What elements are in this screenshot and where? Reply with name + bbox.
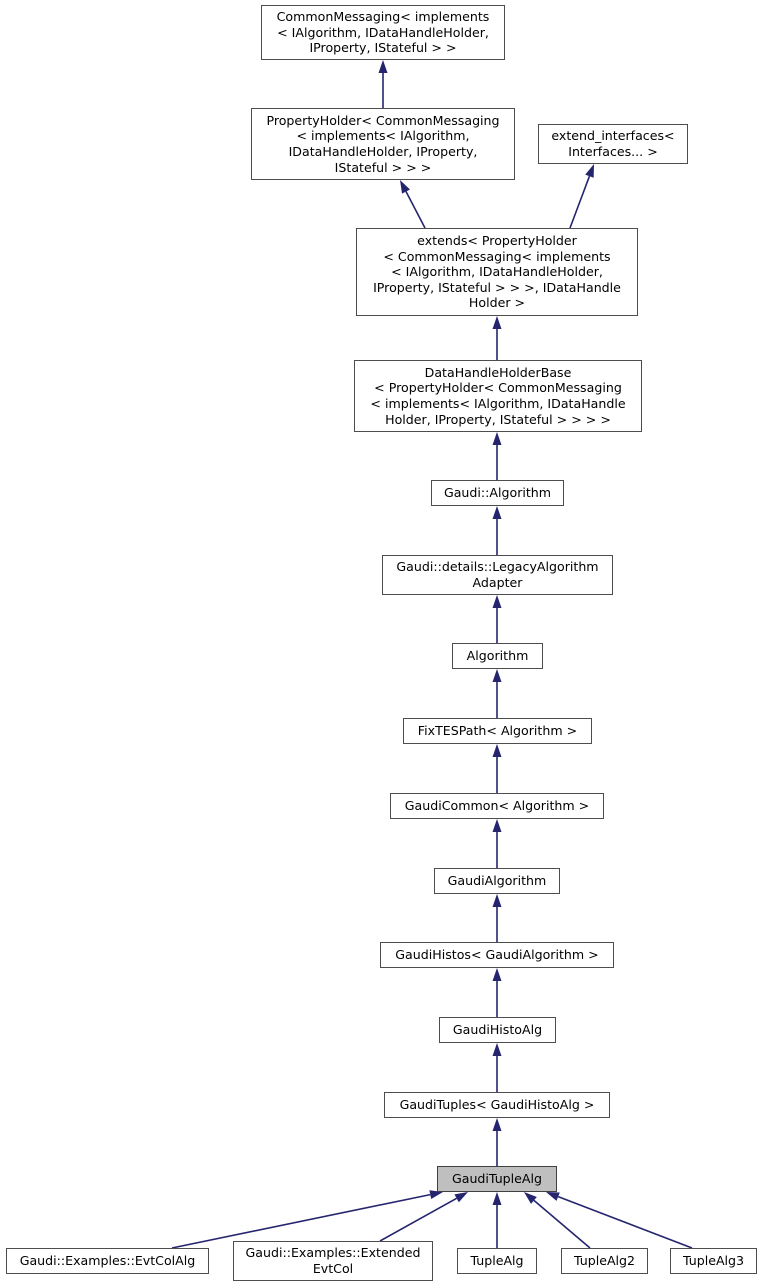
class-node-label: TupleAlg xyxy=(470,1253,524,1269)
class-node-common-messaging[interactable]: CommonMessaging< implements < IAlgorithm… xyxy=(261,5,505,60)
class-node-legacy-algorithm-adapter[interactable]: Gaudi::details::LegacyAlgorithm Adapter xyxy=(382,555,613,595)
class-node-data-handle-holder-base[interactable]: DataHandleHolderBase < PropertyHolder< C… xyxy=(354,360,642,432)
inheritance-arrow xyxy=(492,1192,502,1248)
class-node-label: PropertyHolder< CommonMessaging < implem… xyxy=(266,112,500,175)
inheritance-arrow xyxy=(524,1192,591,1249)
class-node-tuple-alg[interactable]: TupleAlg xyxy=(457,1248,537,1274)
class-node-algorithm[interactable]: Algorithm xyxy=(452,643,543,669)
class-node-label: Gaudi::Examples::EvtColAlg xyxy=(19,1253,196,1269)
inheritance-arrow xyxy=(492,316,502,360)
class-node-extended-evt-col[interactable]: Gaudi::Examples::Extended EvtCol xyxy=(233,1241,433,1281)
class-node-property-holder[interactable]: PropertyHolder< CommonMessaging < implem… xyxy=(251,108,515,180)
class-node-label: TupleAlg2 xyxy=(573,1253,636,1269)
class-node-label: Gaudi::details::LegacyAlgorithm Adapter xyxy=(396,559,599,590)
class-node-gaudi-tuple-alg[interactable]: GaudiTupleAlg xyxy=(437,1166,557,1192)
inheritance-arrow xyxy=(492,894,502,942)
inheritance-arrow xyxy=(492,968,502,1017)
class-node-extends[interactable]: extends< PropertyHolder < CommonMessagin… xyxy=(356,228,638,316)
class-node-label: Algorithm xyxy=(466,648,529,664)
inheritance-arrow xyxy=(492,669,502,718)
class-node-label: CommonMessaging< implements < IAlgorithm… xyxy=(276,9,490,56)
inheritance-arrow xyxy=(492,744,502,793)
class-node-gaudi-histo-alg[interactable]: GaudiHistoAlg xyxy=(439,1017,556,1043)
inheritance-arrow xyxy=(171,1190,443,1249)
inheritance-arrow xyxy=(492,432,502,480)
class-node-evt-col-alg[interactable]: Gaudi::Examples::EvtColAlg xyxy=(6,1248,209,1274)
class-node-label: GaudiHistoAlg xyxy=(452,1022,543,1038)
inheritance-arrow xyxy=(400,180,426,229)
class-node-label: Gaudi::Algorithm xyxy=(443,485,552,501)
inheritance-arrow xyxy=(492,595,502,643)
class-node-gaudi-algorithm[interactable]: GaudiAlgorithm xyxy=(434,868,560,894)
inheritance-arrow xyxy=(492,506,502,555)
inheritance-arrow xyxy=(569,164,594,229)
inheritance-arrow xyxy=(378,60,388,108)
class-node-gaudi-tuples[interactable]: GaudiTuples< GaudiHistoAlg > xyxy=(384,1092,610,1118)
class-node-label: extends< PropertyHolder < CommonMessagin… xyxy=(373,233,621,311)
class-node-label: GaudiHistos< GaudiAlgorithm > xyxy=(395,947,599,963)
class-node-label: TupleAlg3 xyxy=(682,1253,745,1269)
class-node-tuple-alg2[interactable]: TupleAlg2 xyxy=(561,1248,648,1274)
class-node-label: GaudiAlgorithm xyxy=(447,873,547,889)
inheritance-arrow xyxy=(492,819,502,868)
class-node-label: DataHandleHolderBase < PropertyHolder< C… xyxy=(370,364,626,427)
class-node-label: GaudiCommon< Algorithm > xyxy=(404,798,590,814)
class-node-label: extend_interfaces< Interfaces... > xyxy=(551,128,675,159)
class-node-extend-interfaces[interactable]: extend_interfaces< Interfaces... > xyxy=(538,124,688,164)
class-node-gaudi-algorithm-ns[interactable]: Gaudi::Algorithm xyxy=(431,480,564,506)
class-node-label: FixTESPath< Algorithm > xyxy=(417,723,578,739)
class-node-label: Gaudi::Examples::Extended EvtCol xyxy=(245,1245,421,1276)
inheritance-arrow xyxy=(492,1043,502,1092)
inheritance-arrow xyxy=(546,1192,693,1249)
class-node-gaudi-common[interactable]: GaudiCommon< Algorithm > xyxy=(390,793,604,819)
class-node-tuple-alg3[interactable]: TupleAlg3 xyxy=(670,1248,757,1274)
class-node-label: GaudiTupleAlg xyxy=(451,1171,543,1187)
class-node-fix-tes-path[interactable]: FixTESPath< Algorithm > xyxy=(403,718,592,744)
inheritance-arrow xyxy=(379,1192,468,1242)
inheritance-arrow xyxy=(492,1118,502,1166)
class-node-gaudi-histos[interactable]: GaudiHistos< GaudiAlgorithm > xyxy=(380,942,614,968)
class-node-label: GaudiTuples< GaudiHistoAlg > xyxy=(399,1097,595,1113)
